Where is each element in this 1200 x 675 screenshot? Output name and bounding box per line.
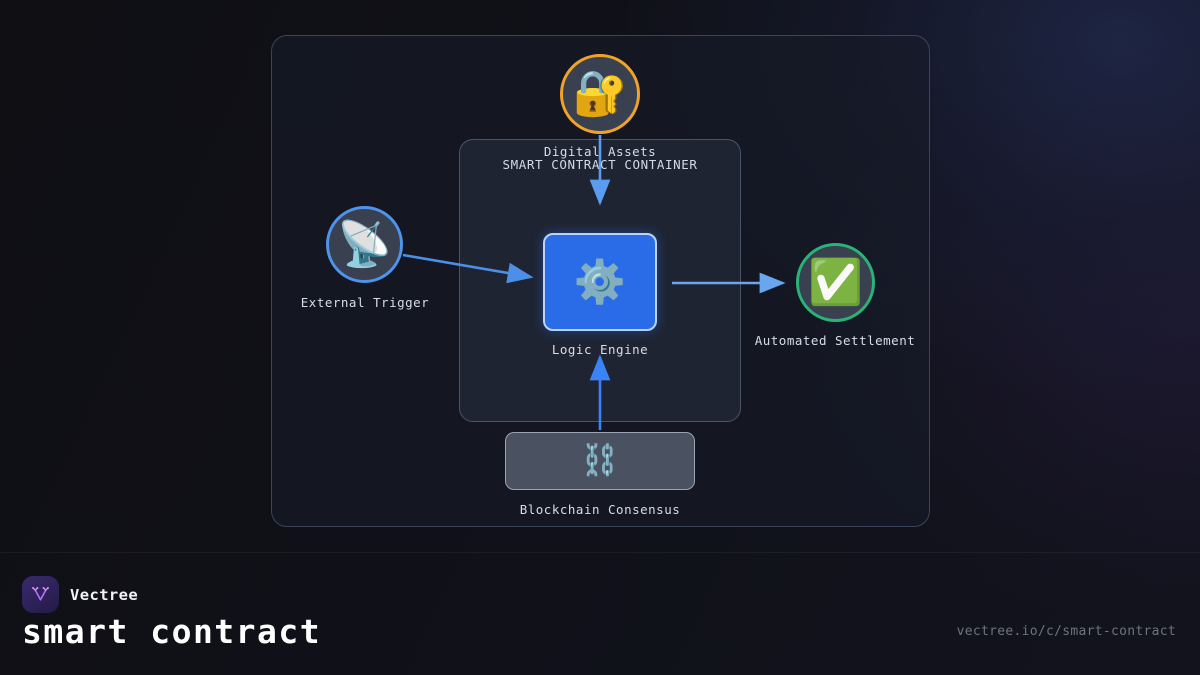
lock-with-key-icon: 🔐 (572, 68, 628, 119)
satellite-dish-icon: 📡 (337, 218, 392, 270)
node-digital-assets[interactable]: 🔐 (560, 54, 640, 134)
node-logic-engine[interactable]: ⚙️ (543, 233, 657, 331)
node-label-blockchain-consensus: Blockchain Consensus (519, 502, 681, 517)
gear-icon: ⚙️ (573, 257, 627, 306)
vectree-logo-glyph (32, 586, 49, 601)
node-automated-settlement[interactable]: ✅ (796, 243, 875, 322)
smart-contract-container-title: SMART CONTRACT CONTAINER (502, 157, 698, 172)
node-external-trigger[interactable]: 📡 (326, 206, 403, 283)
node-label-digital-assets: Digital Assets (543, 144, 657, 159)
vectree-branch-logo (22, 576, 59, 613)
brand-name: Vectree (70, 585, 139, 604)
brand-row[interactable]: Vectree (22, 576, 138, 613)
node-label-automated-settlement: Automated Settlement (754, 333, 916, 348)
footer-divider (0, 552, 1200, 553)
node-blockchain-consensus[interactable]: ⛓️ (505, 432, 695, 490)
check-mark-button-icon: ✅ (808, 256, 863, 308)
chain-links-icon: ⛓️ (581, 443, 619, 478)
node-label-external-trigger: External Trigger (300, 295, 430, 310)
page-url: vectree.io/c/smart-contract (956, 624, 1176, 639)
page-title: smart contract (22, 612, 322, 651)
node-label-logic-engine: Logic Engine (551, 342, 649, 357)
